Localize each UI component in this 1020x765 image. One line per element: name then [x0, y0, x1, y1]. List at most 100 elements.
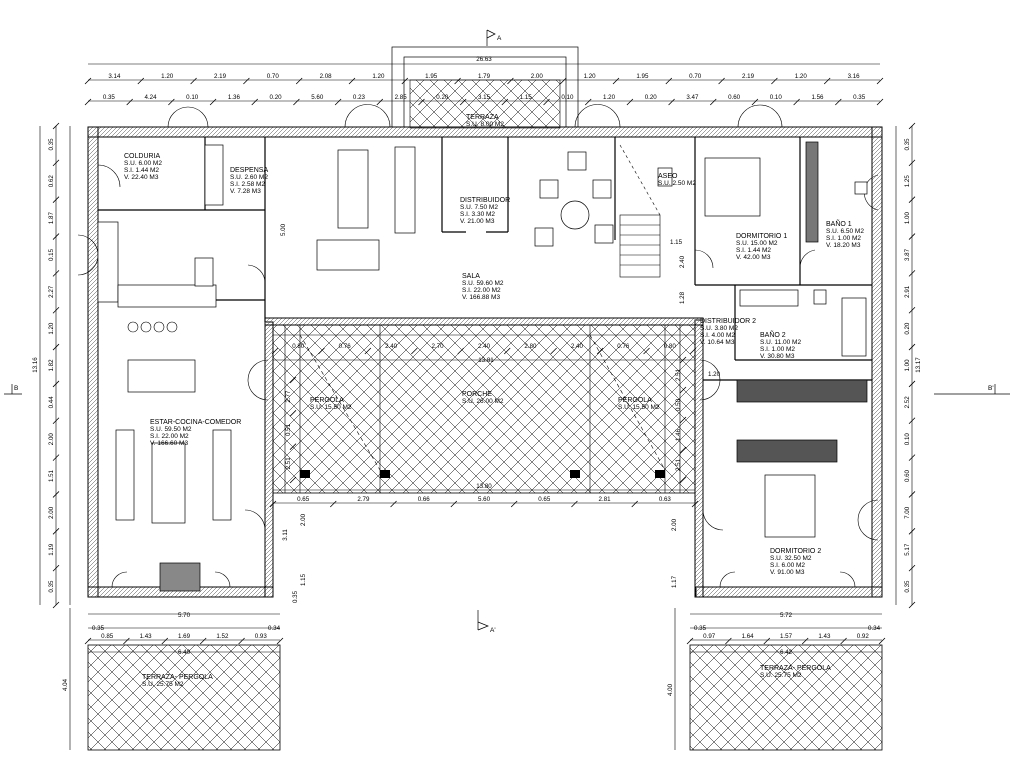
dim-terr-l-total: 5.70: [178, 612, 191, 619]
dimension-tick: [626, 98, 634, 106]
dimension-tick: [52, 380, 60, 388]
dimension-tick: [908, 380, 916, 388]
dimension-value: 0.20: [645, 94, 658, 101]
dimension-value: 0.65: [297, 496, 310, 503]
dimension-tick: [840, 637, 847, 645]
dimension-value: 0.10: [561, 94, 574, 101]
dimension-tick: [679, 356, 687, 364]
dimension-value: 1.87: [48, 212, 55, 225]
room-area-line: S.U. 25.75 M2: [142, 681, 184, 688]
room-area-line: V. 7.28 M3: [230, 188, 261, 195]
dimension-value: 0.35: [48, 580, 55, 593]
dimension-value: 0.60: [904, 469, 911, 482]
dimension-tick: [364, 347, 372, 355]
room-area-line: S.I. 22.00 M2: [150, 433, 189, 440]
dimension-tick: [450, 500, 458, 508]
dimension-tick: [84, 637, 92, 645]
dimension-value: 2.79: [357, 496, 370, 503]
dimension-tick: [52, 122, 60, 130]
room-name: PORCHE: [462, 391, 492, 398]
room-name: PERGOLA: [310, 397, 344, 404]
svg-text:B': B': [988, 385, 994, 392]
dimension-value: 1.69: [178, 633, 191, 640]
dimension-tick: [238, 637, 245, 645]
room-name: ESTAR-COCINA-COMEDOR: [150, 419, 241, 426]
room-name: DESPENSA: [230, 167, 268, 174]
dimension-value: 0.51: [285, 423, 292, 436]
dimension-value: 1.00: [904, 359, 911, 372]
dim-terr-l-top: 0.35: [92, 625, 105, 632]
dim-right-total: 13.17: [915, 357, 922, 373]
room-area-line: S.U. 59.50 M2: [150, 426, 192, 433]
dimension-value: 0.10: [770, 94, 783, 101]
dimension-value: 0.44: [48, 396, 55, 409]
dimension-value: 0.80: [292, 343, 305, 350]
room-name: TERRAZA: [466, 114, 499, 121]
dimension-tick: [510, 500, 518, 508]
dimension-tick: [908, 122, 916, 130]
room-label-dormitorio1: DORMITORIO 1S.U. 15.00 M2S.I. 1.44 M2V. …: [736, 233, 787, 261]
dimension-value: 2.40: [385, 343, 398, 350]
dimension-tick: [334, 98, 342, 106]
dimension-value: 0.50: [675, 398, 682, 411]
top-terrace-hatch: [409, 79, 561, 129]
dimension-tick: [559, 77, 567, 85]
dimension-tick: [679, 476, 687, 484]
dimension-value: 2.40: [571, 343, 584, 350]
dimension-tick: [52, 159, 60, 167]
dimension-tick: [289, 376, 297, 384]
dimension-tick: [52, 454, 60, 461]
room-name: COLDURIA: [124, 153, 161, 160]
room-name: DORMITORIO 1: [736, 233, 787, 240]
dimension-tick: [908, 196, 916, 203]
room-area-line: V. 166.60 M3: [150, 440, 188, 447]
dimension-tick: [686, 637, 694, 645]
dim-porch-bottom-total: 13.80: [476, 483, 492, 490]
dimension-value: 1.95: [425, 73, 438, 80]
dimension-tick: [689, 347, 697, 355]
porch-columns: [300, 470, 665, 478]
dimension-value: 1.20: [795, 73, 808, 80]
room-area-line: S.U. 26.00 M2: [462, 398, 504, 405]
room-area-line: S.I. 22.00 M2: [462, 287, 501, 294]
dimension-value: 1.56: [811, 94, 824, 101]
dimension-tick: [199, 637, 207, 645]
room-area-line: S.U. 3.80 M2: [700, 325, 738, 332]
dimension-value: 0.15: [48, 248, 55, 261]
room-name: TERRAZA- PERGOLA: [760, 665, 831, 672]
room-name: DISTRIBUIDOR: [460, 197, 510, 204]
section-mark-a-bottom: A': [477, 610, 496, 634]
dimension-tick: [668, 98, 675, 106]
dim-115b: 1.15: [300, 573, 307, 586]
dimension-value: 1.20: [48, 322, 55, 335]
dimension-value: 0.70: [689, 73, 702, 80]
room-name: DORMITORIO 2: [770, 548, 821, 555]
room-area-line: V. 91.00 M3: [770, 569, 805, 576]
dimension-tick: [725, 637, 732, 645]
dimension-tick: [665, 77, 673, 85]
dimension-tick: [295, 77, 303, 85]
dimension-tick: [691, 500, 699, 508]
dim-terr-r-width: 6.42: [780, 649, 793, 656]
room-area-line: S.U. 25.75 M2: [760, 672, 802, 679]
dim-120: 1.20: [708, 371, 721, 378]
dimension-tick: [318, 347, 325, 355]
section-mark-b-left: B: [4, 384, 22, 395]
dimension-tick: [52, 196, 60, 203]
dimension-value: 1.64: [742, 633, 755, 640]
dimension-value: 0.20: [270, 94, 283, 101]
dimension-value: 2.80: [524, 343, 537, 350]
dimension-tick: [503, 347, 511, 355]
room-area-line: S.I. 2.58 M2: [230, 181, 265, 188]
room-area-line: V. 30.80 M3: [760, 353, 795, 360]
dimension-value: 7.00: [904, 506, 911, 519]
dimension-tick: [835, 98, 842, 106]
room-area-line: S.U. 2.60 M2: [230, 174, 268, 181]
